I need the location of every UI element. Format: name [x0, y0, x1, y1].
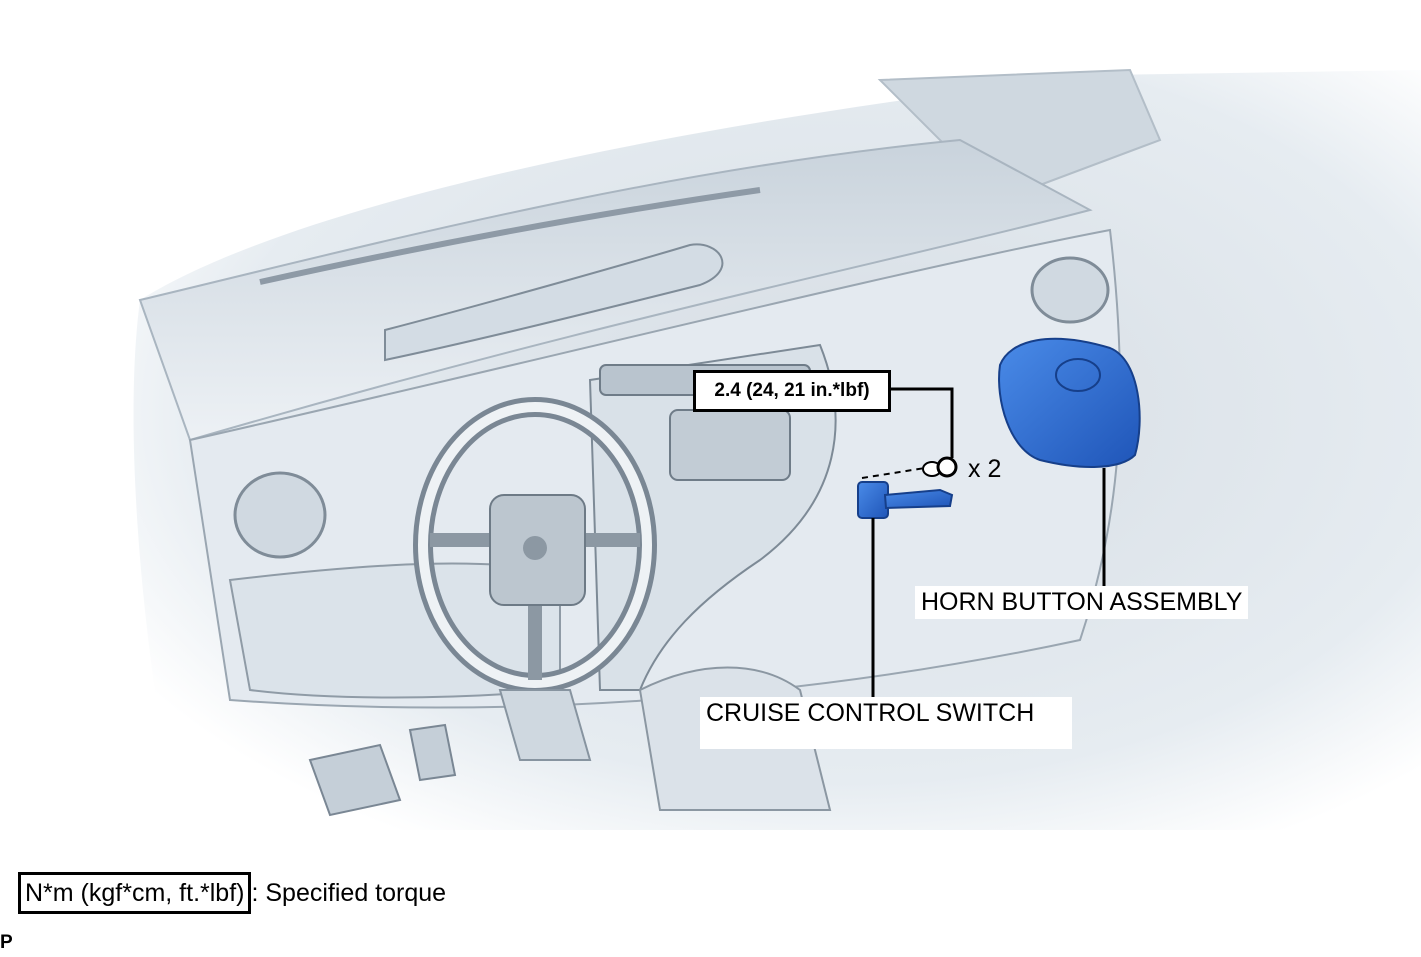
legend-unit-box: N*m (kgf*cm, ft.*lbf): [18, 872, 252, 914]
meter-hood: [384, 243, 724, 362]
display-screen: [669, 409, 791, 481]
horn-button-part: [998, 337, 1141, 468]
torque-callout-box: 2.4 (24, 21 in.*lbf): [693, 370, 891, 412]
steering-column: [498, 689, 592, 761]
torque-legend: N*m (kgf*cm, ft.*lbf): Specified torque: [18, 872, 446, 914]
right-vent: [1030, 256, 1110, 324]
brake-pedal: [308, 743, 402, 817]
left-vent: [233, 471, 327, 559]
defroster-vent: [259, 187, 761, 285]
screw-icon: [922, 456, 958, 478]
steering-wheel: [413, 397, 657, 693]
quantity-label: x 2: [968, 455, 1002, 483]
horn-button-label: HORN BUTTON ASSEMBLY: [915, 586, 1249, 619]
torque-leader: [891, 387, 954, 458]
accelerator-pedal: [408, 723, 457, 782]
legend-description: : Specified torque: [251, 879, 447, 907]
cruise-switch-label: CRUISE CONTROL SWITCH: [700, 697, 1072, 749]
figure-code: P: [0, 932, 13, 953]
